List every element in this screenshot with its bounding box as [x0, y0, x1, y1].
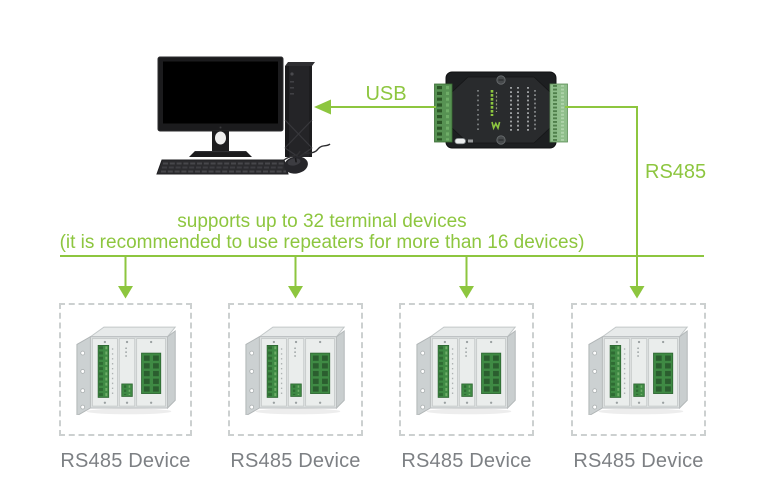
- drop-arrow-1: [118, 256, 133, 299]
- terminal-device-box-3: [399, 303, 534, 436]
- device-label-3: RS485 Device: [401, 450, 532, 472]
- mouse-icon: [284, 143, 331, 174]
- monitor-icon: [157, 56, 284, 157]
- down-arrowhead-icon: [459, 286, 474, 299]
- tower-pc-icon: [284, 62, 315, 158]
- device-label-1: RS485 Device: [60, 450, 191, 472]
- note-line-2: (it is recommended to use repeaters for …: [59, 232, 585, 253]
- right-terminal-block: [549, 83, 568, 143]
- rs485-label: RS485: [645, 161, 707, 183]
- waveshare-logo-icon: [491, 121, 501, 131]
- rs485-device-illustration: [244, 325, 347, 415]
- converter-screws: [496, 75, 506, 145]
- rs485-trunk-line: [565, 106, 638, 286]
- drop-arrow-3: [459, 256, 474, 299]
- keyboard-icon: [156, 150, 301, 175]
- rs485-device-illustration: [587, 325, 690, 415]
- rs485-device-illustration: [75, 325, 178, 415]
- desktop-computer-illustration: [156, 56, 331, 175]
- usb-label: USB: [365, 83, 407, 105]
- rs485-device-illustration: [415, 325, 518, 415]
- usb-rs485-converter-illustration: [434, 71, 568, 149]
- down-arrowhead-icon: [629, 286, 645, 299]
- left-terminal-block: [434, 83, 453, 143]
- terminal-device-box-4: [571, 303, 706, 436]
- converter-silkscreen: [477, 87, 536, 133]
- down-arrowhead-icon: [118, 286, 133, 299]
- note-line-1: supports up to 32 terminal devices: [177, 211, 467, 232]
- drop-arrow-4: [629, 286, 645, 299]
- terminal-device-box-1: [59, 303, 192, 436]
- down-arrowhead-icon: [288, 286, 303, 299]
- device-label-2: RS485 Device: [230, 450, 361, 472]
- usb-c-port-icon: [454, 138, 473, 145]
- note-text: supports up to 32 terminal devices (it i…: [22, 211, 622, 253]
- terminal-device-box-2: [228, 303, 363, 436]
- device-label-4: RS485 Device: [573, 450, 704, 472]
- drop-arrow-2: [288, 256, 303, 299]
